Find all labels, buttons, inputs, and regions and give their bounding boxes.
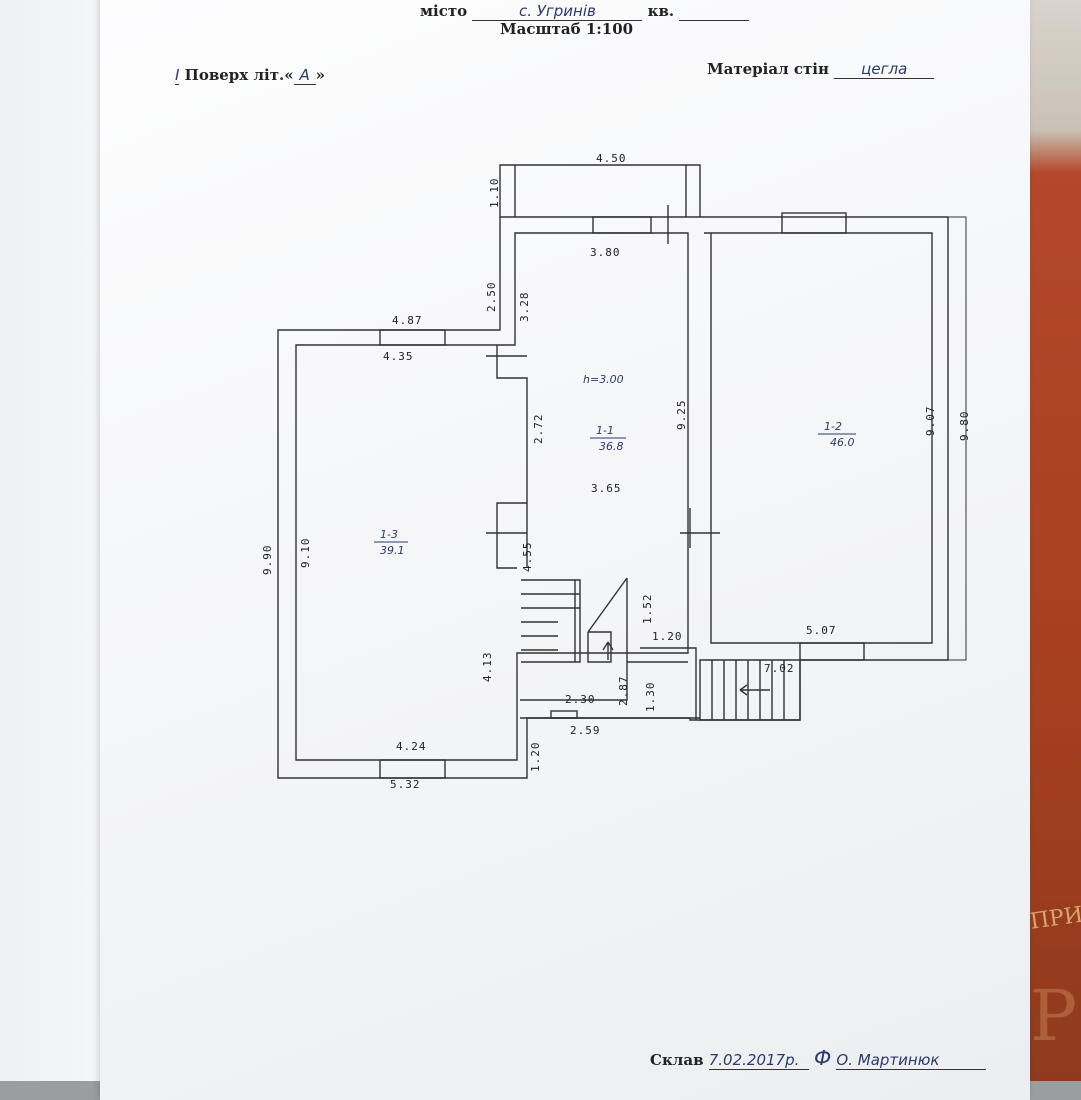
composed-date: 7.02.2017р. [708, 1051, 809, 1070]
room-1-3-area: 39.1 [380, 544, 405, 557]
window-vestibule [550, 710, 578, 719]
dim-room11-height: 9.25 [675, 400, 688, 431]
city-line: місто с. Угринів кв. [420, 2, 750, 21]
dim-top-width: 4.50 [596, 152, 627, 165]
floor-letter: А [293, 66, 316, 85]
scale-label: Масштаб 1:100 [500, 20, 634, 38]
dim-right-inner-height: 9.07 [924, 406, 937, 437]
dim-left-top-inner: 4.35 [383, 350, 414, 363]
floor-line: I Поверх літ.«А» [175, 66, 325, 85]
material-line: Матеріал стін цегла [707, 60, 935, 79]
room-1-2-area: 46.0 [830, 436, 855, 449]
dim-right-outer-height: 9.80 [958, 411, 971, 442]
door-ticks [486, 205, 720, 548]
dim-wall-272: 2.72 [532, 414, 545, 445]
dim-left-bottom-outer: 5.32 [390, 778, 421, 791]
dim-wall-328: 3.28 [518, 292, 531, 323]
dim-room11-lower-width: 3.65 [591, 482, 622, 495]
plan-walls [277, 164, 967, 779]
partition-wall [496, 345, 528, 569]
dim-left-bottom-inner: 4.24 [396, 740, 427, 753]
room-1-1-area: 36.8 [599, 440, 624, 453]
dim-left-top-outer: 4.87 [392, 314, 423, 327]
room-1-3-id: 1-3 [380, 528, 398, 541]
room-1-2-id: 1-2 [824, 420, 842, 433]
material-label: Матеріал стін [707, 60, 829, 78]
dim-right-bottom: 5.07 [806, 624, 837, 637]
window-left-top [379, 329, 446, 346]
floor-suffix: » [315, 66, 326, 84]
dim-wall-455: 4.55 [521, 542, 534, 573]
inner-wall-left-room [295, 232, 689, 761]
window-left-bottom [379, 759, 446, 779]
signature-mark: Ф [813, 1046, 832, 1070]
dim-wall-250: 2.50 [485, 282, 498, 313]
composed-line: Склав 7.02.2017р. Ф О. Мартинюк [650, 1046, 987, 1070]
balcony-top [499, 164, 701, 217]
room-1-1-id: 1-1 [596, 424, 614, 437]
dim-vest-259: 2.59 [570, 724, 601, 737]
dim-stair-120: 1.20 [652, 630, 683, 643]
ceiling-height: h=3.00 [583, 373, 624, 386]
desk-surface-left [0, 0, 110, 1081]
dim-left-inner-height: 9.10 [299, 538, 312, 569]
floor-plan-sheet [100, 0, 1030, 1100]
dim-stair-287: 2.87 [617, 676, 630, 707]
dim-porch-702: 7.02 [764, 662, 795, 675]
city-value: с. Угринів [472, 2, 643, 21]
city-label: місто [420, 2, 468, 20]
vestibule [520, 578, 700, 720]
dim-vest-120: 1.20 [529, 742, 542, 773]
inner-wall-right-room [704, 232, 933, 644]
floor-label: Поверх літ.« [184, 66, 294, 84]
outer-wall [277, 216, 949, 779]
entrance-arrow [602, 641, 770, 696]
room-labels: h=3.00 1-1 36.8 1-2 46.0 1-3 39.1 [374, 373, 856, 557]
composed-label: Склав [650, 1051, 704, 1069]
dim-vest-130: 1.30 [644, 682, 657, 713]
window-room12-bottom [799, 642, 865, 661]
material-value: цегла [834, 60, 935, 79]
dim-wall-413: 4.13 [481, 652, 494, 683]
signature-name: О. Мартинюк [836, 1051, 987, 1070]
window-room11 [592, 216, 652, 234]
apartment-label: кв. [647, 2, 675, 20]
window-room12 [781, 212, 847, 234]
dim-top-height: 1.10 [488, 178, 501, 209]
floor-number: I [175, 66, 180, 85]
dim-stair-230: 2.30 [565, 693, 596, 706]
dim-stair-152: 1.52 [641, 594, 654, 625]
book-cover-logo: Р [1030, 975, 1078, 1057]
apartment-value [679, 2, 750, 21]
dim-left-outer-height: 9.90 [261, 545, 274, 576]
dim-room11-width: 3.80 [590, 246, 621, 259]
dimension-labels: 4.50 1.10 3.80 4.87 4.35 2.50 3.28 2.72 … [261, 152, 971, 791]
dimension-lines [277, 216, 967, 778]
interior-stairs [521, 577, 628, 663]
